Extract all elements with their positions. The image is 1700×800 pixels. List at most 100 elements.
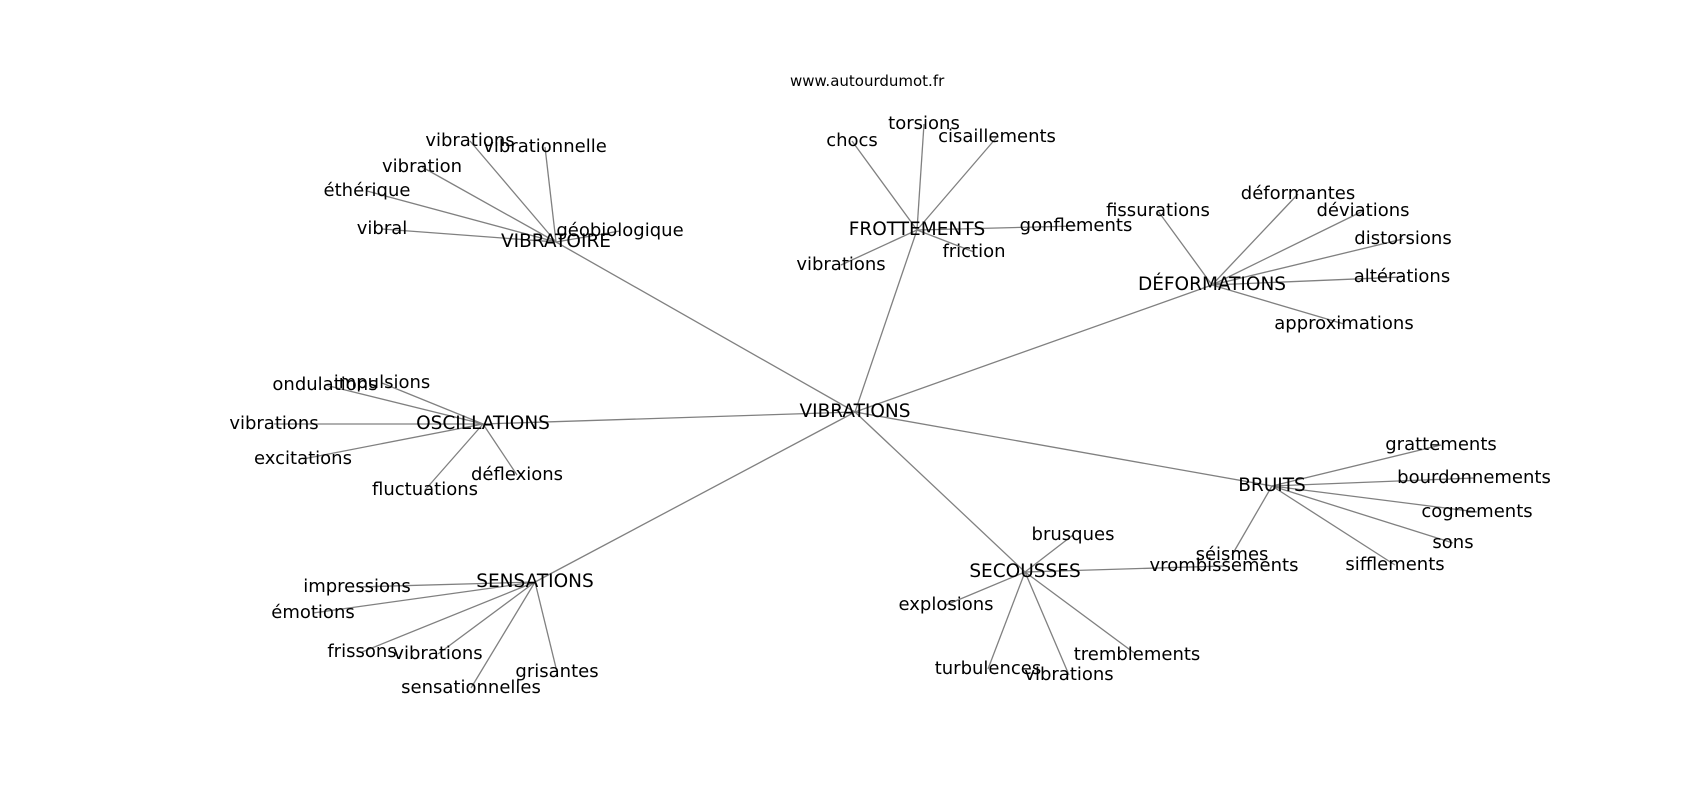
edge-hub-0-word-0 <box>469 140 557 243</box>
edge-hub-5-word-4 <box>1024 571 1070 676</box>
leaf-word: vibrations <box>796 254 885 275</box>
leaf-word: cognements <box>1421 501 1532 522</box>
leaf-word: vibrationnelle <box>483 136 607 157</box>
edge-hub-0-word-4 <box>381 228 557 243</box>
graph-edges <box>274 123 1478 689</box>
edge-hub-6-word-4 <box>470 581 536 689</box>
edge-hub-6-word-2 <box>361 581 536 653</box>
leaf-word: vrombissements <box>1150 555 1299 576</box>
center-word: VIBRATIONS <box>799 401 910 422</box>
leaf-word: bourdonnements <box>1397 467 1551 488</box>
edge-hub-0-word-3 <box>366 190 557 243</box>
leaf-word: vibral <box>357 218 408 239</box>
edge-hub-1-word-0 <box>851 140 918 231</box>
hub-word: BRUITS <box>1238 475 1306 496</box>
edge-hub-3-word-4 <box>424 423 484 491</box>
leaf-word: géobiologique <box>556 220 683 241</box>
hub-word: SECOUSSES <box>969 561 1080 582</box>
edge-hub-2-word-1 <box>1211 193 1299 286</box>
edge-hub-2-word-0 <box>1157 210 1213 286</box>
leaf-word: approximations <box>1274 313 1413 334</box>
leaf-word: vibration <box>382 156 462 177</box>
edge-hub-6-word-0 <box>356 581 536 588</box>
edge-center-to-6 <box>534 411 856 583</box>
hub-word: DÉFORMATIONS <box>1138 273 1286 295</box>
hub-word: OSCILLATIONS <box>416 413 550 434</box>
leaf-word: grattements <box>1385 434 1497 455</box>
leaf-word: explosions <box>898 594 993 615</box>
leaf-word: frissons <box>327 641 396 662</box>
edge-center-to-1 <box>854 229 918 413</box>
edge-hub-0-word-1 <box>544 146 557 243</box>
leaf-word: ondulations <box>272 374 377 395</box>
edge-hub-4-word-4 <box>1271 485 1396 566</box>
leaf-word: fluctuations <box>372 479 478 500</box>
edge-hub-0-word-5 <box>555 230 621 243</box>
leaf-word: impressions <box>303 576 411 597</box>
leaf-word: altérations <box>1354 266 1450 287</box>
hub-word: FROTTEMENTS <box>849 219 986 240</box>
edge-hub-5-word-3 <box>987 571 1026 670</box>
edge-center-to-0 <box>555 241 856 413</box>
leaf-word: vibrations <box>229 413 318 434</box>
edge-hub-1-word-1 <box>916 123 925 231</box>
leaf-word: séismes <box>1196 544 1269 565</box>
leaf-word: brusques <box>1032 524 1115 545</box>
edge-hub-2-word-5 <box>1211 284 1345 325</box>
leaf-word: sons <box>1432 532 1473 553</box>
leaf-word: déflexions <box>471 464 563 485</box>
edge-hub-0-word-2 <box>421 166 557 243</box>
edge-hub-4-word-2 <box>1271 485 1478 513</box>
graph-labels: VIBRATIONSVIBRATOIREvibrationsvibrationn… <box>229 113 1551 698</box>
leaf-word: déviations <box>1316 200 1409 221</box>
leaf-word: distorsions <box>1354 228 1451 249</box>
edge-hub-2-word-2 <box>1211 210 1364 286</box>
leaf-word: vibrations <box>393 643 482 664</box>
edge-center-to-4 <box>854 411 1273 487</box>
leaf-word: éthérique <box>324 180 411 201</box>
leaf-word: déformantes <box>1241 183 1355 204</box>
leaf-word: sensationnelles <box>401 677 541 698</box>
leaf-word: impulsions <box>334 372 431 393</box>
edge-hub-4-word-0 <box>1271 444 1442 487</box>
edge-hub-2-word-3 <box>1211 238 1404 286</box>
leaf-word: excitations <box>254 448 352 469</box>
leaf-word: cisaillements <box>938 126 1056 147</box>
edge-hub-3-word-5 <box>482 423 518 476</box>
edge-hub-6-word-5 <box>534 581 558 673</box>
leaf-word: tremblements <box>1074 644 1201 665</box>
hub-word: SENSATIONS <box>476 571 593 592</box>
edge-hub-5-word-1 <box>1024 565 1225 573</box>
leaf-word: vibrations <box>425 130 514 151</box>
leaf-word: fissurations <box>1106 200 1210 221</box>
edge-hub-3-word-3 <box>302 423 484 460</box>
leaf-word: vibrations <box>1024 664 1113 685</box>
edge-hub-4-word-1 <box>1271 477 1475 487</box>
hub-word: VIBRATOIRE <box>501 231 611 252</box>
leaf-word: chocs <box>826 130 878 151</box>
edge-hub-4-word-3 <box>1271 485 1454 544</box>
edge-hub-5-word-2 <box>945 571 1026 606</box>
edge-hub-6-word-3 <box>437 581 536 655</box>
edge-center-to-2 <box>854 284 1213 413</box>
leaf-word: sifflements <box>1345 554 1444 575</box>
leaf-word: turbulences <box>935 658 1042 679</box>
edge-hub-1-word-3 <box>916 225 1077 231</box>
leaf-word: grisantes <box>515 661 598 682</box>
edge-hub-4-word-5 <box>1231 485 1273 556</box>
edge-hub-6-word-1 <box>312 581 536 614</box>
edge-center-to-3 <box>482 411 856 425</box>
edge-hub-1-word-4 <box>916 229 975 253</box>
edge-hub-2-word-4 <box>1211 276 1403 286</box>
leaf-word: friction <box>942 241 1005 262</box>
edge-hub-5-word-5 <box>1024 571 1138 656</box>
leaf-word: émotions <box>271 602 354 623</box>
edge-hub-5-word-0 <box>1024 534 1074 573</box>
leaf-word: torsions <box>888 113 960 134</box>
leaf-word: gonflements <box>1020 215 1133 236</box>
source-url: www.autourdumot.fr <box>790 72 945 90</box>
edge-hub-1-word-5 <box>840 229 918 266</box>
edge-hub-1-word-2 <box>916 136 998 231</box>
edge-center-to-5 <box>854 411 1026 573</box>
